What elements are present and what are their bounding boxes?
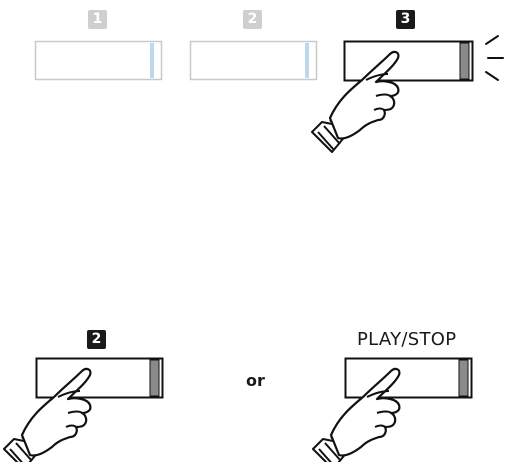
button-1-icon [34, 40, 163, 81]
press-indicator-icon [485, 35, 504, 81]
step-3-badge: 3 [396, 10, 415, 29]
button-3-icon [343, 40, 474, 82]
step-2-badge: 2 [243, 10, 262, 29]
or-connector: or [246, 371, 265, 390]
step-1-badge: 1 [88, 10, 107, 29]
play-stop-button-icon [344, 357, 473, 399]
pointing-hand-icon [310, 50, 400, 154]
button-2-icon [189, 40, 318, 81]
pointing-hand-icon [311, 367, 401, 462]
pointing-hand-icon [2, 367, 92, 462]
play-stop-label: PLAY/STOP [357, 329, 457, 350]
button-2-bottom-icon [35, 357, 164, 399]
step-2-badge-bottom: 2 [87, 330, 106, 349]
